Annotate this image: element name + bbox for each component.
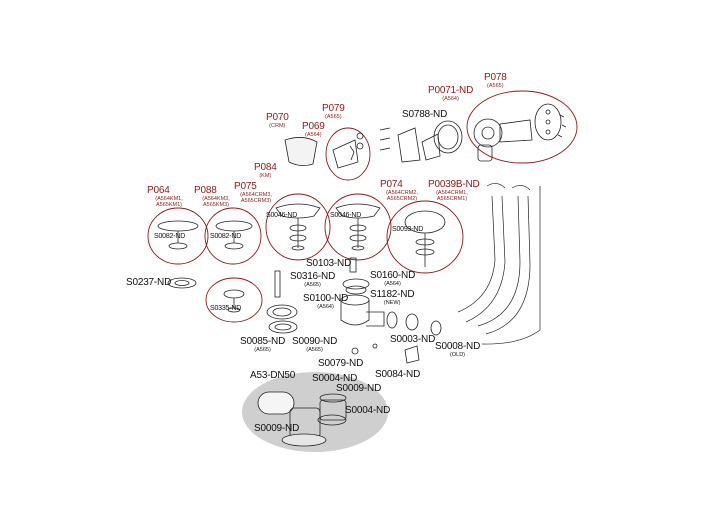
- flex-hoses: [457, 183, 541, 345]
- plug-p064: [157, 220, 199, 250]
- circle-s0335: [205, 277, 263, 323]
- label-p075: P075(A564CRM3, A565CRM3): [234, 181, 272, 204]
- label-p079: P079(A565): [322, 103, 345, 120]
- washer-s0085: [266, 304, 298, 320]
- label-a53-dn50: A53-DN50: [250, 370, 296, 381]
- label-p069: P069(A564): [302, 121, 325, 138]
- ring-s0237: [167, 277, 197, 289]
- label-s0103: S0103-ND: [306, 258, 352, 269]
- label-s0004-a: S0004-ND: [312, 373, 358, 384]
- label-s0237: S0237-ND: [126, 277, 172, 288]
- label-p064: P064(A564KM1, A565KM1): [147, 185, 183, 208]
- plug-p074: [335, 203, 381, 251]
- label-s0009-a: S0009-ND: [336, 383, 382, 394]
- label-s0004-b: S0004-ND: [345, 405, 391, 416]
- plug-p075: [275, 203, 321, 251]
- label-s0079: S0079-ND: [318, 358, 364, 369]
- overflow-cover-part: [284, 137, 318, 166]
- plug-p088: [215, 220, 253, 250]
- label-p070: P070(CRM): [266, 112, 289, 129]
- label-s0082-b: S0082-ND: [210, 233, 242, 240]
- circle-p088: [204, 207, 262, 265]
- label-s0082-a: S0082-ND: [154, 233, 186, 240]
- screw-s0316: [274, 270, 281, 298]
- label-s0003: S0003-ND: [390, 334, 436, 345]
- label-p0071: P0071-ND(A564): [428, 85, 474, 102]
- label-s0046-a: S0046-ND: [266, 212, 298, 219]
- label-s0090: S0090-ND(A565): [292, 336, 338, 353]
- label-s0085: S0085-ND(A565): [240, 336, 286, 353]
- nut-s0079: [351, 347, 359, 355]
- label-p078: P078(A565): [484, 72, 507, 89]
- label-s0788: S0788-ND: [402, 109, 448, 120]
- circle-p078: [466, 90, 578, 164]
- circle-p075: [265, 193, 331, 261]
- label-s0335: S0335-ND: [210, 305, 242, 312]
- label-p088: P088(A564KM3, A565KM3): [194, 185, 230, 208]
- label-s0046-b: S0046-ND: [330, 212, 362, 219]
- label-s0160: S0160-ND(A564): [370, 270, 416, 287]
- label-s0009-b: S0009-ND: [254, 423, 300, 434]
- circle-p064: [147, 207, 209, 265]
- plug-p0039b: [404, 210, 446, 267]
- screw-s0103: [349, 257, 357, 273]
- plug-s0335: [223, 289, 245, 313]
- group-outlines: [147, 90, 578, 323]
- siphon-a53: [257, 391, 347, 447]
- label-p084: P084(KM): [254, 162, 277, 179]
- label-s0316: S0316-ND(A565): [290, 271, 336, 288]
- label-s1182: S1182-ND(NEW): [370, 289, 415, 306]
- circle-p069: [325, 127, 371, 181]
- label-p0039b: P0039B-ND(A564CRM1, A565CRM1): [428, 179, 480, 202]
- circle-p0039b: [386, 200, 464, 274]
- drain-body-s0100: [340, 294, 442, 336]
- overflow-body-part: [473, 103, 567, 162]
- overflow-cap-part: [332, 139, 359, 169]
- flange-s0160: [342, 278, 370, 290]
- label-s0008: S0008-ND(OLD): [435, 341, 481, 358]
- washer-s0090: [268, 320, 298, 334]
- label-s0100: S0100-ND(A564): [303, 293, 349, 310]
- label-p074: P074(A564CRM2, A565CRM2): [380, 179, 418, 202]
- circle-p074: [324, 193, 392, 261]
- clip-s0084: [404, 345, 420, 364]
- overflow-housing-part: [379, 120, 463, 163]
- label-s0093: S0093-ND: [392, 226, 424, 233]
- label-s0084: S0084-ND: [375, 369, 421, 380]
